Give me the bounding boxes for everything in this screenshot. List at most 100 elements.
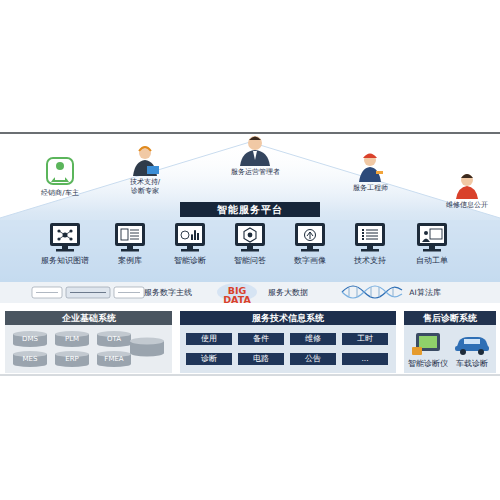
mini-box (66, 287, 110, 298)
glyph-body (422, 239, 430, 243)
info-cell: 公告 (290, 353, 336, 365)
monitor-screen (178, 226, 202, 243)
database-label: DMS (13, 334, 47, 344)
person-body (51, 175, 69, 182)
person-head (461, 174, 473, 186)
mini-box (32, 287, 62, 298)
monitor-frame (235, 223, 265, 246)
node-shape (279, 222, 341, 254)
database-label: MES (13, 354, 47, 364)
cell-box (342, 353, 388, 365)
monitor-base (361, 249, 379, 252)
monitor-screen (118, 226, 142, 243)
monitor-frame (50, 223, 80, 246)
cell-label: 电路 (238, 353, 284, 365)
person-shirt (253, 151, 257, 160)
cylinder-body (130, 341, 164, 353)
mini-line (118, 292, 140, 293)
info-cell: 使用 (186, 333, 232, 345)
monitor-neck (307, 246, 313, 249)
mini-box (114, 287, 144, 298)
person-hair (249, 137, 261, 141)
node-shape (159, 222, 221, 254)
panel-header (180, 311, 396, 325)
tool (376, 171, 383, 174)
device-box: 智能诊断仪 (406, 327, 450, 371)
glyph-dot (63, 233, 68, 238)
node-shape (401, 222, 463, 254)
helix-rung (348, 288, 349, 296)
person-body (456, 186, 478, 199)
cell-label: 工时 (342, 333, 388, 345)
glyph-dot (248, 233, 253, 238)
monitor-icon (355, 223, 385, 252)
database-cylinder: MES (13, 351, 47, 367)
glyph-board (430, 229, 442, 239)
glyph-page (121, 229, 128, 240)
cylinder-base (130, 350, 164, 357)
glyph-ring (305, 230, 316, 241)
caption-label: 服务大数据 (263, 288, 313, 297)
node-shape (450, 327, 494, 359)
glyph-bullet (362, 235, 364, 237)
monitor-icon (50, 223, 80, 252)
monitor-frame (355, 223, 385, 246)
glyph-line (366, 236, 378, 237)
node-shape (219, 222, 281, 254)
node-shape (406, 327, 450, 359)
monitor-screen (358, 226, 382, 243)
info-cell: 诊断 (186, 353, 232, 365)
glyph-bullet (362, 232, 364, 234)
node-shape (339, 222, 401, 254)
monitor-screen (238, 226, 262, 243)
ai-helix-graphic (342, 286, 402, 298)
glyph-line (366, 233, 378, 234)
roof-shape (0, 142, 500, 282)
diagnostic-dongle (412, 347, 422, 355)
monitor-neck (247, 246, 253, 249)
cell-box (238, 353, 284, 365)
module-label: 数字画像 (275, 255, 345, 266)
helix-strand (342, 286, 402, 298)
device-label: 车载诊断 (446, 359, 498, 369)
module-label: 服务知识图谱 (30, 255, 100, 266)
database-cylinder: PLM (55, 331, 89, 347)
system-panel: 服务技术信息系统使用备件维修工时诊断电路公告... (180, 311, 396, 373)
module-label: 案例库 (95, 255, 165, 266)
panel-title: 企业基础系统 (5, 311, 172, 325)
module-box: 技术支持 (339, 222, 401, 274)
module-label: 自动工单 (397, 255, 467, 266)
module-label: 智能问答 (215, 255, 285, 266)
cell-label: ... (342, 353, 388, 365)
globe (217, 283, 257, 301)
cell-label: 维修 (290, 333, 336, 345)
module-box: 自动工单 (401, 222, 463, 274)
car-window (464, 339, 480, 344)
monitor-neck (429, 246, 435, 249)
monitor-base (423, 249, 441, 252)
helix-rung (378, 287, 379, 297)
person-badge (55, 175, 65, 180)
cell-box (238, 333, 284, 345)
panel-body (5, 311, 172, 373)
mini-line (36, 292, 58, 293)
person-head (56, 162, 64, 170)
glyph-line (130, 239, 139, 240)
car-wheel (460, 349, 466, 355)
digital-thread-graphic (32, 287, 144, 298)
monitor-neck (127, 246, 133, 249)
monitor-frame (417, 223, 447, 246)
person-head (139, 147, 151, 159)
glyph-line (130, 230, 139, 231)
person-head (248, 136, 262, 150)
person-hair (461, 174, 473, 178)
info-cell: 工时 (342, 333, 388, 345)
glyph-bullet (362, 238, 364, 240)
helix-rung (392, 288, 393, 296)
cylinder-top (130, 338, 164, 345)
car-wheel (478, 349, 484, 355)
database-cylinder (130, 338, 164, 357)
platform-title: 智能服务平台 (180, 202, 320, 217)
system-panel: 售后诊断系统智能诊断仪车载诊断 (404, 311, 496, 373)
